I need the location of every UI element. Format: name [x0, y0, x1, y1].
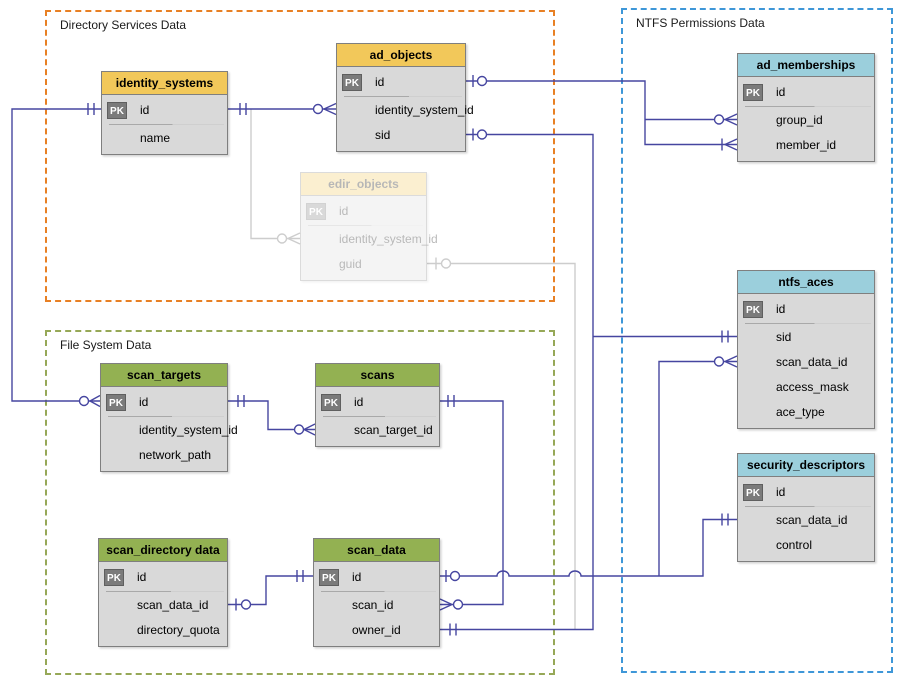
pk-badge: PK	[743, 83, 763, 101]
pk-badge: PK	[106, 393, 126, 411]
column-name: id	[375, 75, 385, 89]
column-name: access_mask	[776, 379, 849, 394]
table-title: ntfs_aces	[738, 271, 874, 294]
column-name: id	[776, 85, 786, 99]
column-name: id	[339, 204, 349, 218]
group-ntfs-permissions: NTFS Permissions Data	[621, 8, 893, 673]
column-name: id	[776, 485, 786, 499]
column-name: sid	[375, 127, 391, 142]
column-name: owner_id	[352, 622, 401, 637]
table-row: sid	[738, 324, 874, 349]
column-name: scan_data_id	[137, 597, 209, 612]
table-title: scan_targets	[101, 364, 227, 387]
table-row: directory_quota	[99, 617, 227, 642]
column-name: guid	[339, 256, 362, 271]
group-label-ntfs-permissions: NTFS Permissions Data	[634, 16, 767, 30]
column-name: scan_data_id	[776, 354, 848, 369]
column-name: directory_quota	[137, 622, 220, 637]
table-row: network_path	[101, 442, 227, 467]
column-name: name	[140, 130, 171, 145]
pk-badge: PK	[342, 73, 362, 91]
column-name: control	[776, 537, 813, 552]
table-pk-row: PK id	[102, 95, 227, 125]
table-pk-row: PK id	[101, 387, 227, 417]
column-name: scan_id	[352, 597, 394, 612]
column-name: id	[139, 395, 149, 409]
table-row: ace_type	[738, 399, 874, 424]
table-pk-row: PK id	[316, 387, 439, 417]
column-name: identity_system_id	[139, 422, 238, 437]
column-name: id	[140, 103, 150, 117]
group-label-file-system: File System Data	[58, 338, 154, 352]
table-title: scans	[316, 364, 439, 387]
column-name: identity_system_id	[339, 231, 438, 246]
table-row: scan_id	[314, 592, 439, 617]
table-row: scan_data_id	[738, 349, 874, 374]
column-name: group_id	[776, 112, 823, 127]
table-pk-row: PK id	[738, 477, 874, 507]
column-name: id	[137, 570, 147, 584]
table-row: member_id	[738, 132, 874, 157]
column-name: member_id	[776, 137, 837, 152]
table-row: name	[102, 125, 227, 150]
pk-badge: PK	[321, 393, 341, 411]
table-pk-row: PK id	[301, 196, 426, 226]
table-title: scan_data	[314, 539, 439, 562]
table-pk-row: PK id	[738, 77, 874, 107]
column-name: sid	[776, 329, 792, 344]
column-name: scan_data_id	[776, 512, 848, 527]
table-row: identity_system_id	[101, 417, 238, 442]
pk-badge: PK	[104, 568, 124, 586]
column-name: scan_target_id	[354, 422, 433, 437]
column-name: id	[354, 395, 364, 409]
table-row: identity_system_id	[337, 97, 474, 122]
pk-badge: PK	[743, 300, 763, 318]
table-pk-row: PK id	[738, 294, 874, 324]
table-title: ad_objects	[337, 44, 465, 67]
column-name: id	[352, 570, 362, 584]
table-row: identity_system_id	[301, 226, 438, 251]
pk-badge: PK	[107, 101, 127, 119]
group-label-directory-services: Directory Services Data	[58, 18, 189, 32]
table-pk-row: PK id	[337, 67, 465, 97]
table-pk-row: PK id	[314, 562, 439, 592]
table-title: identity_systems	[102, 72, 227, 95]
table-row: owner_id	[314, 617, 439, 642]
table-row: scan_target_id	[316, 417, 439, 442]
table-row: sid	[337, 122, 465, 147]
table-row: group_id	[738, 107, 874, 132]
table-pk-row: PK id	[99, 562, 227, 592]
column-name: identity_system_id	[375, 102, 474, 117]
table-title: security_descriptors	[738, 454, 874, 477]
column-name: ace_type	[776, 404, 825, 419]
column-name: id	[776, 302, 786, 316]
pk-badge: PK	[306, 202, 326, 220]
table-row: scan_data_id	[738, 507, 874, 532]
pk-badge: PK	[319, 568, 339, 586]
table-title: ad_memberships	[738, 54, 874, 77]
pk-badge: PK	[743, 483, 763, 501]
table-title: edir_objects	[301, 173, 426, 196]
table-row: guid	[301, 251, 426, 276]
table-title: scan_directory data	[99, 539, 227, 562]
table-row: scan_data_id	[99, 592, 227, 617]
table-row: control	[738, 532, 874, 557]
table-row: access_mask	[738, 374, 874, 399]
column-name: network_path	[139, 447, 212, 462]
